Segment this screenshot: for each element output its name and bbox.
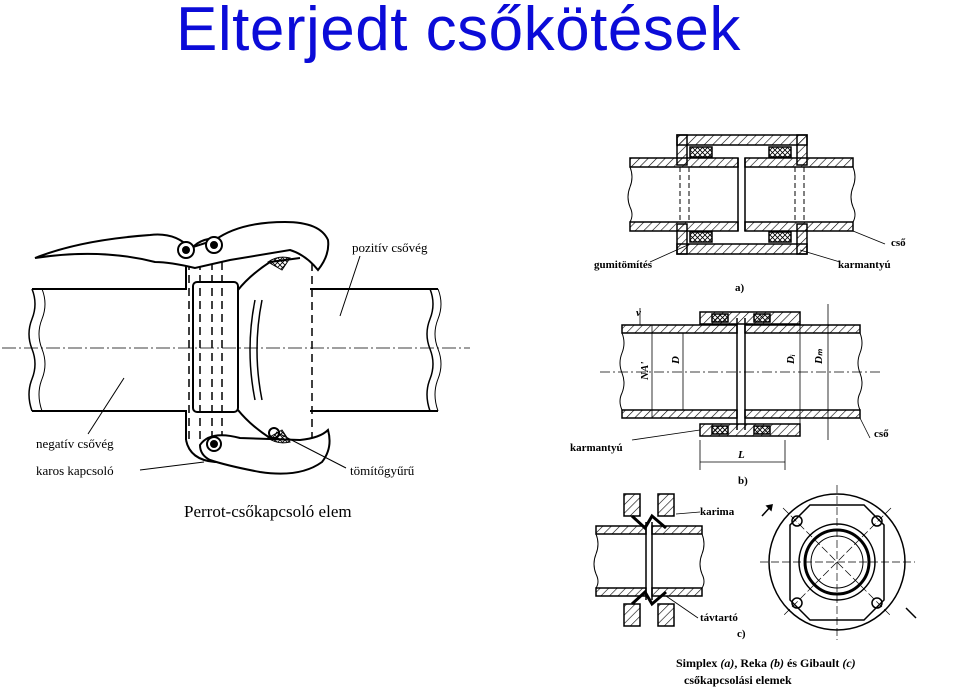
lever-bottom <box>198 427 331 475</box>
dim-na: NA' <box>639 362 651 381</box>
caption-right-line2: csőkapcsolási elemek <box>684 673 792 687</box>
label-sleeve-b: karmantyú <box>570 442 623 454</box>
label-pipe-a: cső <box>891 237 906 249</box>
dim-l: L <box>737 449 745 461</box>
simplex-drawing <box>627 134 886 263</box>
label-sealing-ring: tömítőgyűrű <box>350 463 415 478</box>
label-negative-pipe-end: negatív csővég <box>36 436 114 451</box>
positive-pipe-end <box>310 288 442 412</box>
label-sleeve-a: karmantyú <box>838 259 891 271</box>
dim-dm: Dₘ <box>813 348 825 365</box>
label-pipe-b: cső <box>874 428 889 440</box>
perrot-caption: Perrot-csőkapcsoló elem <box>184 502 352 521</box>
reka-drawing <box>600 304 880 470</box>
label-flange: karima <box>700 506 735 518</box>
tag-c: c) <box>737 628 746 640</box>
label-spacer: távtartó <box>700 612 738 624</box>
leader-lines <box>87 255 361 471</box>
label-rubber-seal: gumitömítés <box>594 259 653 271</box>
lever-top <box>34 220 330 272</box>
dim-di: Dᵢ <box>785 354 797 365</box>
caption-right-line1: Simplex (a), Reka (b) és Gibault (c) <box>676 656 856 670</box>
page-title: Elterjedt csőkötések <box>176 0 741 64</box>
gibault-front-view <box>760 485 917 640</box>
gibault-drawing <box>593 485 917 640</box>
perrot-coupling-drawing <box>2 220 470 475</box>
label-lever-coupler: karos kapcsoló <box>36 463 114 478</box>
dim-v: v <box>636 307 641 319</box>
label-positive-pipe-end: pozitív csővég <box>352 240 428 255</box>
dim-d: D <box>670 356 682 365</box>
tag-a: a) <box>735 282 745 294</box>
tag-b: b) <box>738 475 748 487</box>
negative-pipe-end <box>28 288 186 412</box>
